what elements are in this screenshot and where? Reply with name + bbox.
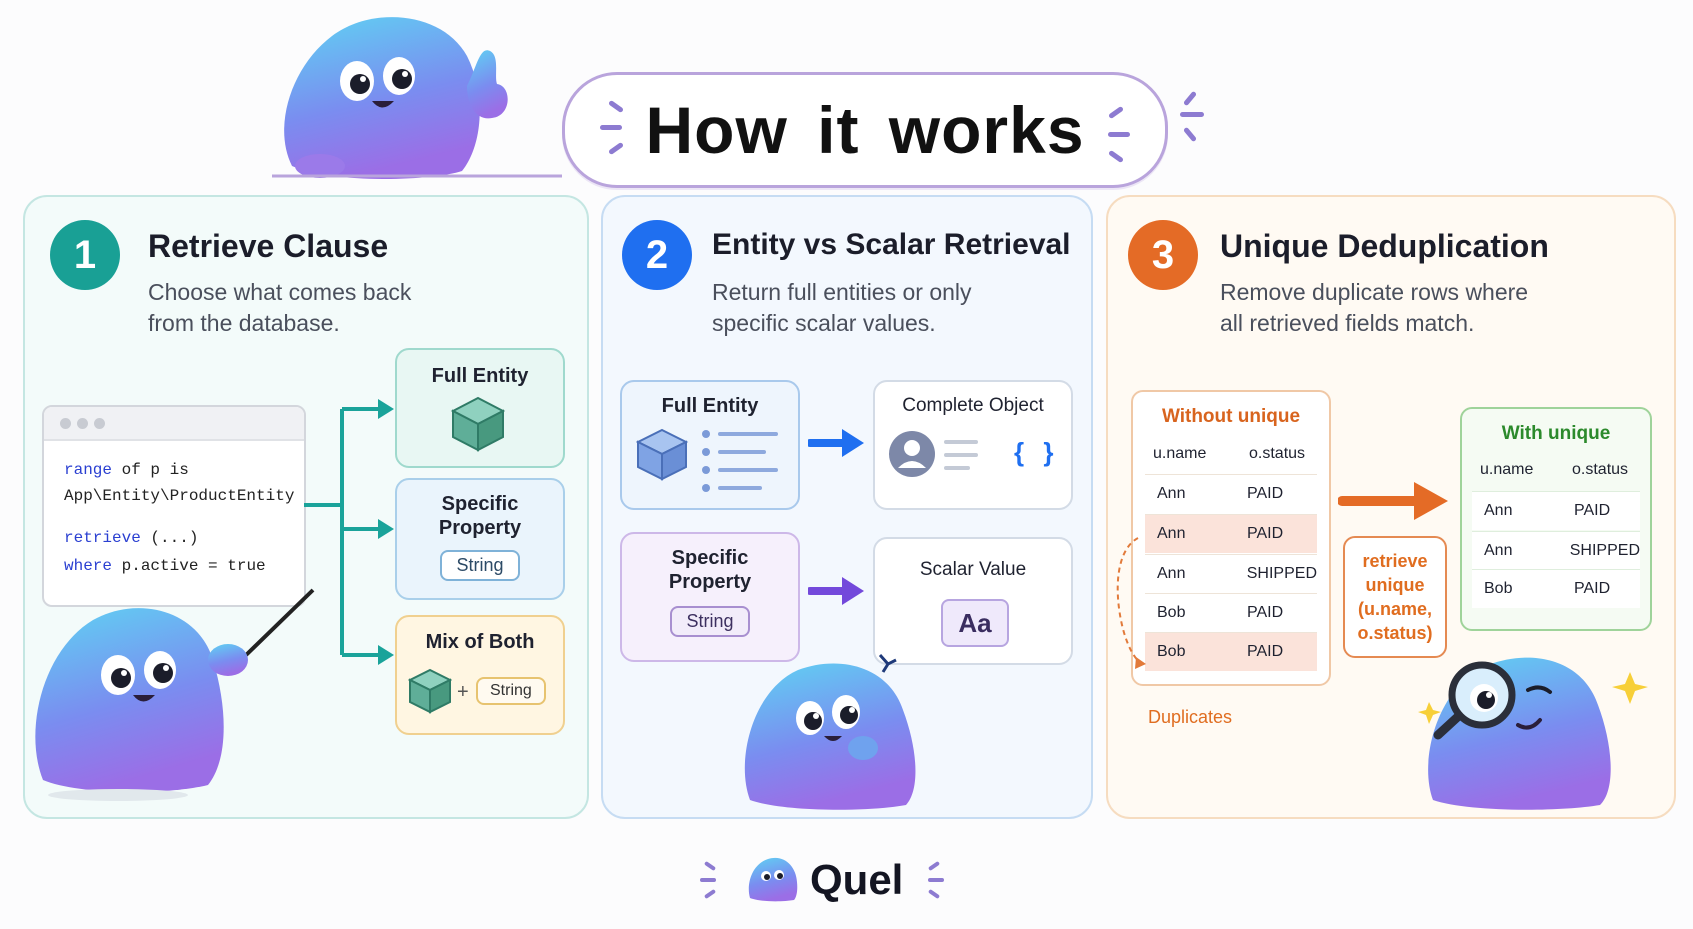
cube-icon	[450, 396, 506, 452]
table-title: Without unique	[1161, 406, 1301, 427]
step-title: Unique Deduplication	[1220, 228, 1549, 264]
plus-sign: +	[457, 681, 469, 703]
code-line: retrieve (...)	[64, 529, 199, 547]
window-titlebar	[44, 407, 304, 441]
sparkle-decoration	[1182, 126, 1198, 143]
entity-list-icon	[636, 428, 778, 492]
braces-icon: { }	[1014, 437, 1060, 467]
step-title: Entity vs Scalar Retrieval	[712, 228, 1071, 261]
string-chip: String	[476, 677, 546, 705]
scalar-value-card: Scalar Value Aa	[873, 537, 1073, 665]
step-description: Return full entities or only specific sc…	[712, 279, 972, 336]
sparkle-decoration	[1180, 112, 1204, 117]
step-description: Choose what comes back from the database…	[148, 279, 412, 336]
column-header: o.status	[1249, 445, 1306, 462]
sparkle-decoration	[927, 860, 941, 872]
step-number-badge: 1	[50, 220, 120, 290]
sparkle-decoration	[1108, 132, 1130, 137]
string-chip: String	[670, 606, 750, 637]
code-line: range of p is	[64, 461, 189, 479]
specific-property-card: Specific Property String	[620, 532, 800, 662]
sparkle-decoration	[703, 888, 717, 900]
duplicates-bracket	[1116, 537, 1146, 669]
branch-arrows	[304, 399, 394, 665]
mascot-thinking	[744, 654, 916, 810]
code-line: where p.active = true	[64, 557, 266, 575]
step-description: Remove duplicate rows where all retrieve…	[1220, 279, 1529, 336]
arrow-right-icon	[1338, 482, 1448, 520]
mascot-magnifier	[1418, 657, 1648, 810]
quel-mascot-icon	[748, 857, 798, 902]
code-line: App\Entity\ProductEntity	[64, 487, 295, 505]
table-title: With unique	[1501, 423, 1611, 444]
step-number-badge: 2	[622, 220, 692, 290]
arrow-right-icon	[808, 577, 864, 605]
arrow-right-icon	[808, 429, 864, 457]
sparkle-decoration	[600, 125, 622, 130]
column-header: u.name	[1480, 461, 1534, 478]
step-title: Retrieve Clause	[148, 228, 389, 264]
retrieve-unique-box: retrieve unique (u.name, o.status)	[1343, 536, 1447, 658]
string-chip: String	[440, 550, 520, 581]
step-number-badge: 3	[1128, 220, 1198, 290]
brand-name: Quel	[810, 856, 904, 903]
column-header: o.status	[1572, 461, 1629, 478]
sparkle-decoration	[700, 878, 716, 882]
brand-logo: Quel	[700, 850, 960, 910]
sparkle-decoration	[928, 878, 944, 882]
sparkle-decoration	[703, 860, 717, 872]
code-window: range of p is App\Entity\ProductEntity r…	[42, 405, 306, 607]
mascot-thumbs-up	[272, 17, 562, 180]
sparkle-decoration	[1182, 90, 1198, 107]
page-title: How it works	[645, 93, 1085, 167]
column-header: u.name	[1153, 445, 1207, 462]
mascot-pointer	[35, 588, 315, 801]
option-specific-property: Specific Property String	[395, 478, 565, 600]
duplicates-label: Duplicates	[1148, 707, 1233, 727]
scalar-chip: Aa	[941, 599, 1009, 647]
cube-icon	[408, 668, 452, 714]
user-avatar-icon	[889, 431, 978, 477]
sparkle-decoration	[927, 888, 941, 900]
title-pill: How it works	[562, 72, 1168, 188]
